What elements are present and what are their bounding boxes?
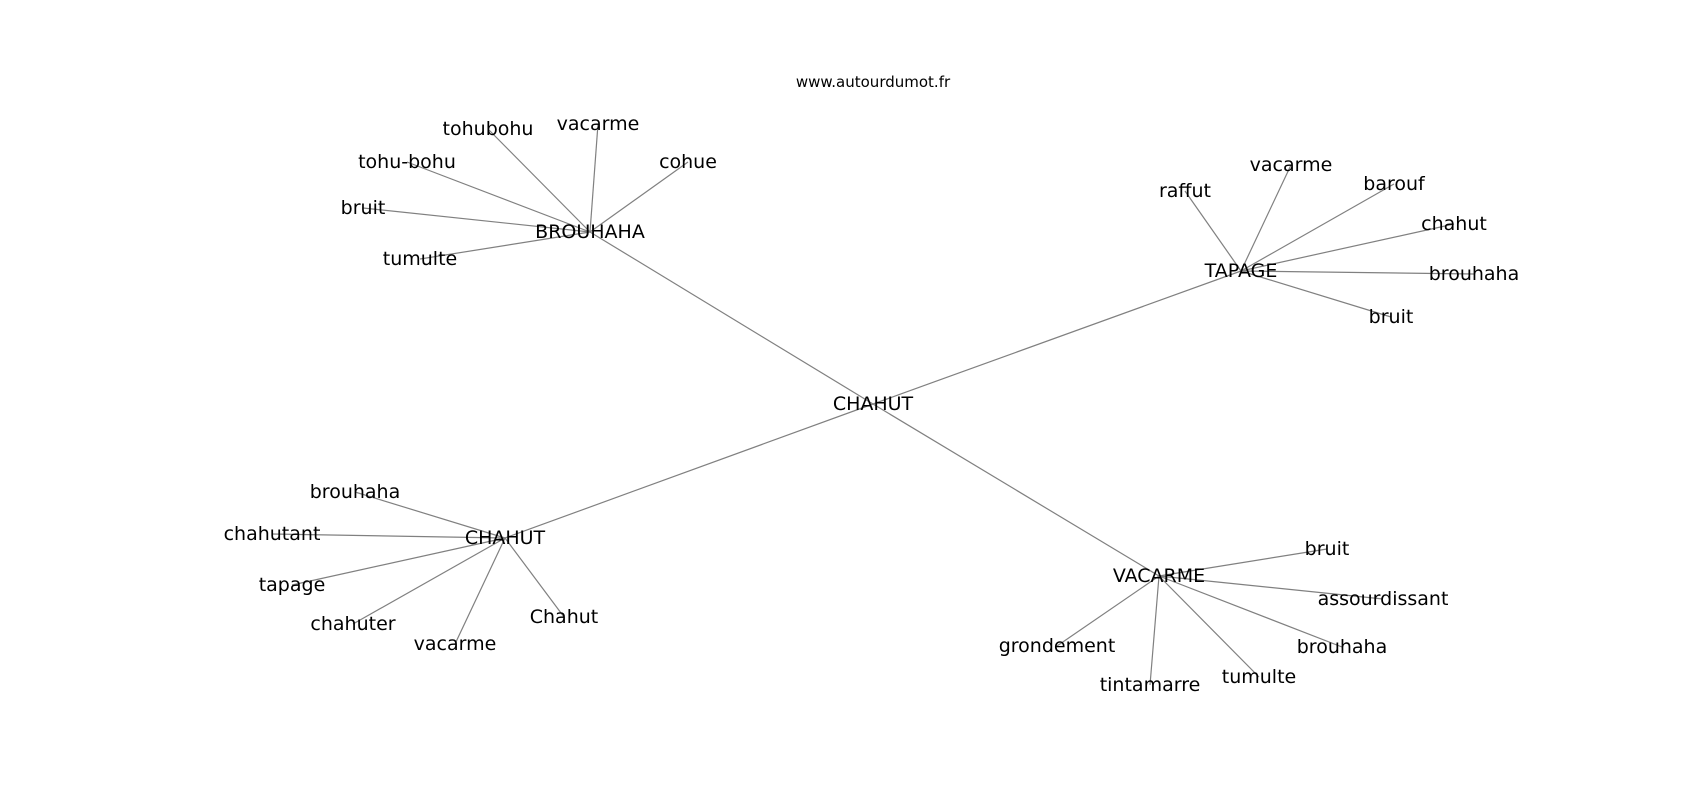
leaf-node: tumulte	[383, 248, 457, 270]
leaf-node: tintamarre	[1100, 674, 1201, 696]
edge-brouhaha-0	[487, 128, 591, 233]
hub-node-brouhaha: BROUHAHA	[535, 221, 645, 243]
edge-tapage-4	[1240, 270, 1475, 275]
leaf-node: bruit	[1305, 538, 1350, 560]
graph-labels: CHAHUT BROUHAHA tohubohu vacarme cohue tohu-b…	[224, 113, 1520, 696]
edge-center-to-chahut	[504, 403, 874, 539]
edge-brouhaha-5	[419, 231, 591, 260]
leaf-node: vacarme	[414, 633, 497, 655]
leaf-node: vacarme	[1250, 154, 1333, 176]
edge-chahut-3	[352, 537, 506, 625]
leaf-node: brouhaha	[310, 481, 401, 503]
leaf-node: bruit	[1369, 306, 1414, 328]
edge-tapage-3	[1240, 223, 1455, 272]
leaf-node: vacarme	[557, 113, 640, 135]
edge-tapage-5	[1240, 270, 1392, 318]
edge-chahut-5	[504, 537, 565, 618]
edge-brouhaha-3	[406, 161, 591, 233]
edge-center-to-tapage	[872, 270, 1242, 405]
leaf-node: chahutant	[224, 523, 321, 545]
hub-node-chahut: CHAHUT	[465, 527, 546, 549]
leaf-node: tohubohu	[443, 118, 534, 140]
edge-chahut-1	[271, 533, 506, 539]
source-url: www.autourdumot.fr	[796, 73, 951, 91]
leaf-node: cohue	[659, 151, 717, 173]
leaf-node: Chahut	[530, 606, 599, 628]
leaf-node: chahuter	[310, 613, 395, 635]
leaf-node: tapage	[259, 574, 326, 596]
edge-chahut-2	[291, 537, 506, 586]
edge-vacarme-2	[1158, 575, 1343, 648]
leaf-node: barouf	[1363, 173, 1426, 195]
leaf-node: tohu-bohu	[358, 151, 456, 173]
edge-center-to-brouhaha	[589, 231, 874, 405]
leaf-node: grondement	[999, 635, 1116, 657]
edge-tapage-1	[1240, 164, 1292, 272]
hub-node-tapage: TAPAGE	[1204, 260, 1278, 282]
leaf-node: bruit	[341, 197, 386, 219]
hub-node-vacarme: VACARME	[1113, 565, 1205, 587]
edge-brouhaha-2	[589, 161, 689, 233]
leaf-node: tumulte	[1222, 666, 1296, 688]
leaf-node: chahut	[1421, 213, 1487, 235]
edge-tapage-2	[1240, 183, 1395, 272]
edge-center-to-vacarme	[872, 403, 1160, 577]
leaf-node: brouhaha	[1297, 636, 1388, 658]
edge-chahut-0	[354, 491, 506, 539]
edge-brouhaha-1	[589, 123, 599, 233]
edge-vacarme-0	[1158, 548, 1328, 577]
edge-brouhaha-4	[362, 207, 591, 233]
leaf-node: raffut	[1159, 180, 1211, 202]
graph-edges	[271, 123, 1475, 686]
center-node: CHAHUT	[833, 393, 914, 415]
edge-vacarme-1	[1158, 575, 1384, 600]
edge-tapage-0	[1184, 190, 1242, 272]
leaf-node: brouhaha	[1429, 263, 1520, 285]
edge-vacarme-3	[1158, 575, 1260, 678]
leaf-node: assourdissant	[1318, 588, 1449, 610]
edge-chahut-4	[454, 537, 506, 645]
edge-vacarme-5	[1056, 575, 1160, 647]
edge-vacarme-4	[1149, 575, 1160, 686]
